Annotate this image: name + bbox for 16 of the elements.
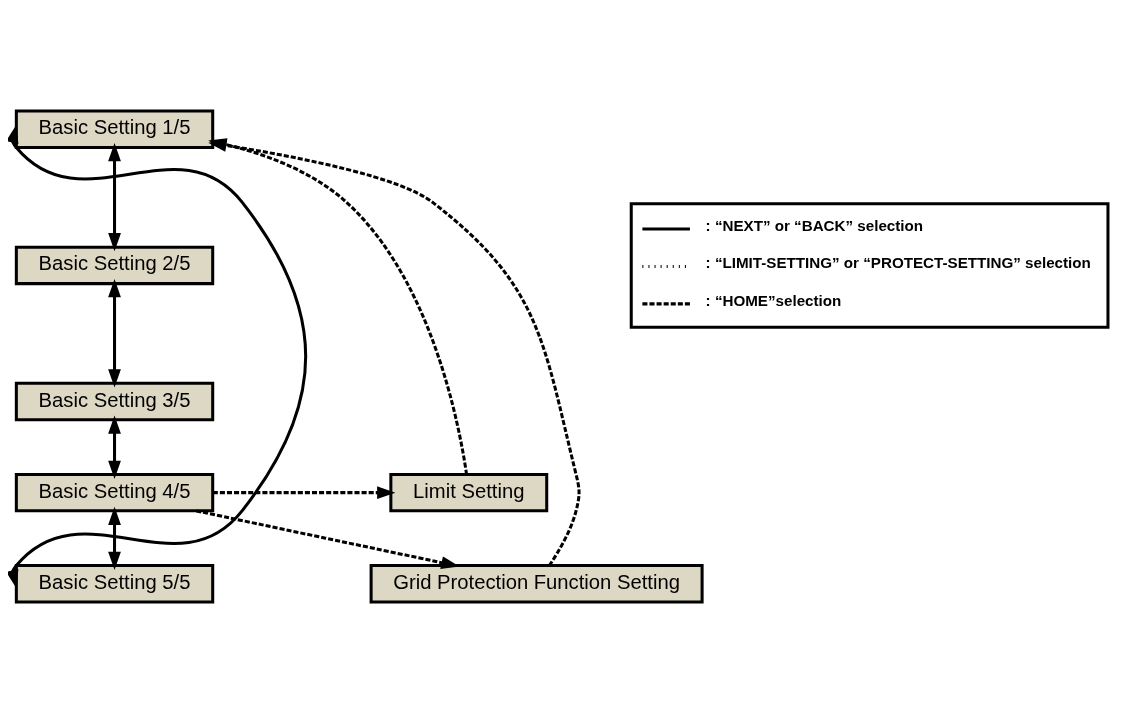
arrow — [108, 279, 121, 388]
arrow — [108, 142, 121, 252]
arrow — [212, 486, 396, 500]
node-box: Grid Protection Function Setting — [369, 564, 704, 604]
legend-label: : “LIMIT-SETTING” or “PROTECT-SETTING” selection — [705, 254, 1091, 272]
node-box: Basic Setting 5/5 — [14, 564, 215, 604]
arrow — [108, 415, 121, 479]
node-box: Basic Setting 3/5 — [14, 381, 215, 422]
arrow — [108, 506, 121, 571]
arrow — [8, 124, 307, 589]
node-box: Basic Setting 4/5 — [14, 472, 215, 513]
node-box: Limit Setting — [389, 472, 549, 513]
legend-label: : “HOME”selection — [705, 291, 842, 309]
node-box: Basic Setting 1/5 — [14, 109, 215, 149]
node-box: Basic Setting 2/5 — [14, 245, 215, 286]
legend-label: : “NEXT” or “BACK” selection — [705, 216, 924, 234]
